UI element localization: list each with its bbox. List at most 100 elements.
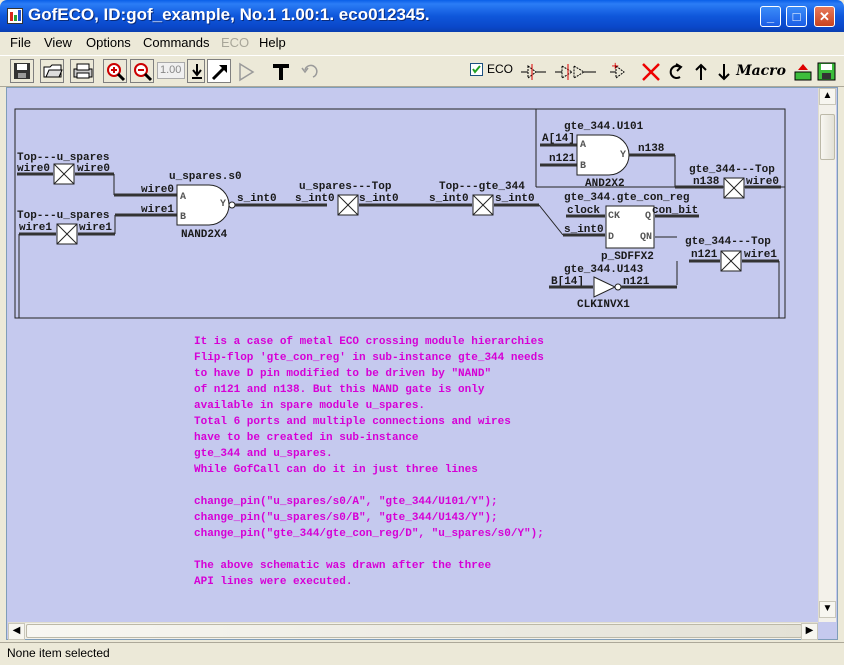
nand-s0-in-b-net: wire1: [141, 204, 174, 216]
nand-s0-cell: NAND2X4: [181, 229, 228, 241]
schematic-svg: Top---u_spares wire0 wire0 Top---u_spare…: [14, 108, 786, 319]
note-line-1: It is a case of metal ECO crossing modul…: [194, 336, 544, 348]
close-button[interactable]: ✕: [814, 6, 835, 27]
horizontal-scrollbar[interactable]: ◀ ▶: [8, 622, 818, 640]
and-u101-gate[interactable]: [576, 134, 630, 176]
inv-u143-in-net: B[14]: [551, 276, 584, 288]
port-top-spares-1-left: wire1: [19, 222, 52, 234]
save-icon[interactable]: [10, 59, 34, 83]
note-line-5: available in spare module u_spares.: [194, 400, 426, 412]
port-top-gte-name: Top---gte_344: [439, 181, 525, 193]
ff-pin-qn: QN: [640, 232, 652, 243]
eco-checkbox[interactable]: [470, 63, 483, 76]
and-u101-out-net: n138: [638, 143, 665, 155]
status-bar: None item selected: [0, 642, 844, 665]
inv-u143-gate[interactable]: [593, 276, 617, 298]
ff-d-net: s_int0: [564, 224, 604, 236]
note-line-13: The above schematic was drawn after the …: [194, 560, 492, 572]
menu-options[interactable]: Options: [86, 35, 131, 50]
eco-insert-buffer-chain-icon[interactable]: [551, 59, 597, 83]
port-gte-top-1-name: gte_344---Top: [685, 236, 771, 248]
export-icon[interactable]: [790, 59, 814, 83]
nand-s0-pin-y: Y: [220, 199, 226, 210]
vertical-scrollbar[interactable]: ▲ ▼: [818, 88, 836, 622]
delete-icon[interactable]: [638, 59, 662, 83]
menu-file[interactable]: File: [10, 35, 31, 50]
zoom-value-field[interactable]: 1.00: [157, 62, 185, 79]
ff-pin-ck: CK: [608, 211, 620, 222]
nand-s0-gate[interactable]: [176, 184, 230, 226]
vertical-scroll-thumb[interactable]: [820, 114, 835, 160]
port-spares-top-x2: [337, 194, 359, 216]
menu-eco[interactable]: ECO: [221, 35, 250, 50]
eco-insert-gate-icon[interactable]: [517, 59, 547, 83]
and-u101-cell: AND2X2: [585, 178, 625, 190]
text-tool-icon[interactable]: [268, 59, 292, 83]
and-u101-pin-b: B: [580, 161, 586, 172]
eco-checkbox-label: ECO: [487, 62, 514, 76]
note-line-14: API lines were executed.: [194, 576, 353, 588]
ff-con-reg-name: gte_344.gte_con_reg: [564, 192, 689, 204]
port-spares-top-right: s_int0: [359, 193, 399, 205]
zoom-out-icon[interactable]: [130, 59, 154, 83]
nand-s0-pin-b: B: [180, 212, 186, 223]
note-line-2: Flip-flop 'gte_con_reg' in sub-instance …: [194, 352, 544, 364]
app-icon[interactable]: [7, 8, 23, 24]
port-top-gte-right: s_int0: [495, 193, 535, 205]
ff-ck-net: clock: [567, 205, 600, 217]
open-folder-icon[interactable]: [40, 59, 64, 83]
note-line-7: have to be created in sub-instance: [194, 432, 419, 444]
port-gte-top-1-right: wire1: [744, 249, 777, 261]
redo-icon[interactable]: [662, 59, 686, 83]
nand-s0-in-a-net: wire0: [141, 184, 174, 196]
play-arrow-icon[interactable]: [233, 59, 257, 83]
menu-bar: File View Options Commands ECO Help: [0, 32, 844, 54]
scroll-up-icon[interactable]: ▲: [819, 88, 836, 105]
arrow-down-icon[interactable]: [711, 59, 735, 83]
note-line-9: While GofCall can do it in just three li…: [194, 464, 478, 476]
note-line-11: change_pin("u_spares/s0/B", "gte_344/U14…: [194, 512, 498, 524]
nand-s0-out-net: s_int0: [237, 193, 277, 205]
note-line-6: Total 6 ports and multiple connections a…: [194, 416, 511, 428]
s-int0-diag: [538, 204, 564, 236]
and-u101-pin-y: Y: [620, 150, 626, 161]
nand-s0-name: u_spares.s0: [169, 171, 242, 183]
print-icon[interactable]: [70, 59, 94, 83]
note-line-3: to have D pin modified to be driven by "…: [194, 368, 492, 380]
eco-add-connection-icon[interactable]: +: [605, 59, 629, 83]
port-top-spares-0-name: Top---u_spares: [17, 152, 109, 164]
save-all-icon[interactable]: [814, 59, 838, 83]
port-gte-top-0-right: wire0: [746, 176, 779, 188]
inv-u143-cell: CLKINVX1: [577, 299, 630, 311]
scroll-left-icon[interactable]: ◀: [8, 623, 25, 640]
window-title: GofECO, ID:gof_example, No.1 1.00:1. eco…: [28, 5, 430, 24]
title-bar[interactable]: GofECO, ID:gof_example, No.1 1.00:1. eco…: [0, 0, 844, 32]
scroll-right-icon[interactable]: ▶: [801, 623, 818, 640]
top-module-boundary: [14, 108, 786, 319]
scroll-down-icon[interactable]: ▼: [819, 601, 836, 618]
select-arrow-icon[interactable]: [207, 59, 231, 83]
ff-q-net: con_bit: [652, 205, 698, 217]
horizontal-scroll-thumb[interactable]: [26, 624, 802, 638]
minimize-button[interactable]: _: [760, 6, 781, 27]
port-top-spares-0-right: wire0: [77, 163, 110, 175]
schematic-canvas[interactable]: Top---u_spares wire0 wire0 Top---u_spare…: [9, 89, 817, 622]
maximize-button[interactable]: □: [786, 6, 807, 27]
menu-view[interactable]: View: [44, 35, 72, 50]
apply-zoom-icon[interactable]: [187, 59, 205, 83]
menu-commands[interactable]: Commands: [143, 35, 210, 50]
undo-icon[interactable]: [296, 59, 320, 83]
ff-con-reg-box[interactable]: [605, 205, 655, 249]
port-top-gte-left: s_int0: [429, 193, 469, 205]
zoom-in-icon[interactable]: [103, 59, 127, 83]
inv-u143-bubble: [614, 283, 622, 291]
port-top-spares-0-left: wire0: [17, 163, 50, 175]
and-u101-name: gte_344.U101: [564, 121, 644, 133]
port-gte-top-1-x2: [720, 250, 742, 272]
port-box-1-x2: [56, 223, 78, 245]
menu-help[interactable]: Help: [259, 35, 286, 50]
nand-s0-bubble: [228, 201, 236, 209]
arrow-up-icon[interactable]: [688, 59, 712, 83]
macro-button[interactable]: Macro: [735, 59, 787, 83]
note-line-12: change_pin("gte_344/gte_con_reg/D", "u_s…: [194, 528, 544, 540]
